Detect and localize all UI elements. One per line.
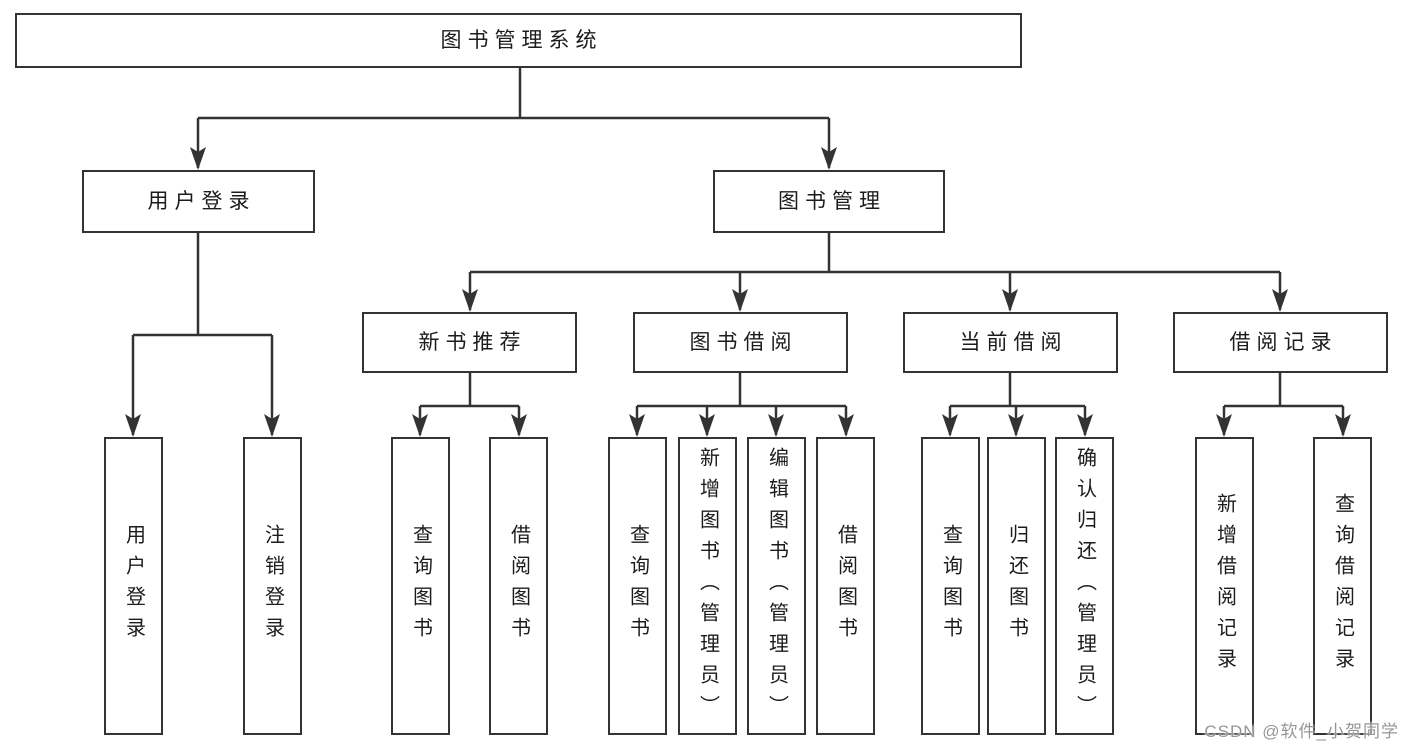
node-current-borrowing: 当前借阅 (903, 312, 1118, 373)
arrowhead (190, 147, 206, 170)
connector-new-book-recommendation-children (412, 373, 527, 437)
connector-book-borrowing-children (629, 373, 854, 437)
node-book-borrowing: 图书借阅 (633, 312, 848, 373)
connector-borrowing-records-children (1216, 373, 1351, 437)
node-query-books-recommend: 查询图书 (391, 437, 450, 735)
arrowhead (838, 414, 854, 437)
arrowhead (768, 414, 784, 437)
connector-line (196, 68, 831, 168)
connector-book-management-to-level2 (462, 233, 1288, 312)
arrowhead (1272, 289, 1288, 312)
node-borrowing-records: 借阅记录 (1173, 312, 1388, 373)
arrowhead (412, 414, 428, 437)
arrowhead (462, 289, 478, 312)
arrowhead (1216, 414, 1232, 437)
node-confirm-return-admin: 确认归还（管理员） (1055, 437, 1114, 735)
connector-line (468, 233, 1282, 310)
connector-line (635, 373, 848, 435)
node-library-management-system: 图书管理系统 (15, 13, 1022, 68)
connector-user-login-children (125, 233, 280, 437)
node-borrow-books-recommend: 借阅图书 (489, 437, 548, 735)
node-return-books: 归还图书 (987, 437, 1046, 735)
node-logout: 注销登录 (243, 437, 302, 735)
node-query-borrow-record: 查询借阅记录 (1313, 437, 1372, 735)
connector-line (418, 373, 521, 435)
node-edit-books-admin: 编辑图书（管理员） (747, 437, 806, 735)
node-query-books-borrowing: 查询图书 (608, 437, 667, 735)
arrowhead (1335, 414, 1351, 437)
connector-root-to-level1 (190, 68, 837, 170)
node-borrow-books-leaf: 借阅图书 (816, 437, 875, 735)
arrowhead (511, 414, 527, 437)
arrowhead (732, 289, 748, 312)
node-user-login-branch: 用户登录 (82, 170, 315, 233)
node-add-borrow-record: 新增借阅记录 (1195, 437, 1254, 735)
arrowhead (942, 414, 958, 437)
arrowhead (1077, 414, 1093, 437)
arrowhead (264, 414, 280, 437)
connector-line (131, 233, 274, 435)
arrowhead (629, 414, 645, 437)
connector-line (1222, 373, 1345, 435)
arrowhead (699, 414, 715, 437)
node-new-book-recommendation: 新书推荐 (362, 312, 577, 373)
node-user-login-leaf: 用户登录 (104, 437, 163, 735)
node-add-books-admin: 新增图书（管理员） (678, 437, 737, 735)
connector-line (948, 373, 1087, 435)
node-query-books-current: 查询图书 (921, 437, 980, 735)
arrowhead (821, 147, 837, 170)
arrowhead (125, 414, 141, 437)
connector-current-borrowing-children (942, 373, 1093, 437)
arrowhead (1008, 414, 1024, 437)
watermark: CSDN @软件_小贺同学 (1204, 722, 1399, 741)
node-book-management: 图书管理 (713, 170, 945, 233)
arrowhead (1002, 289, 1018, 312)
